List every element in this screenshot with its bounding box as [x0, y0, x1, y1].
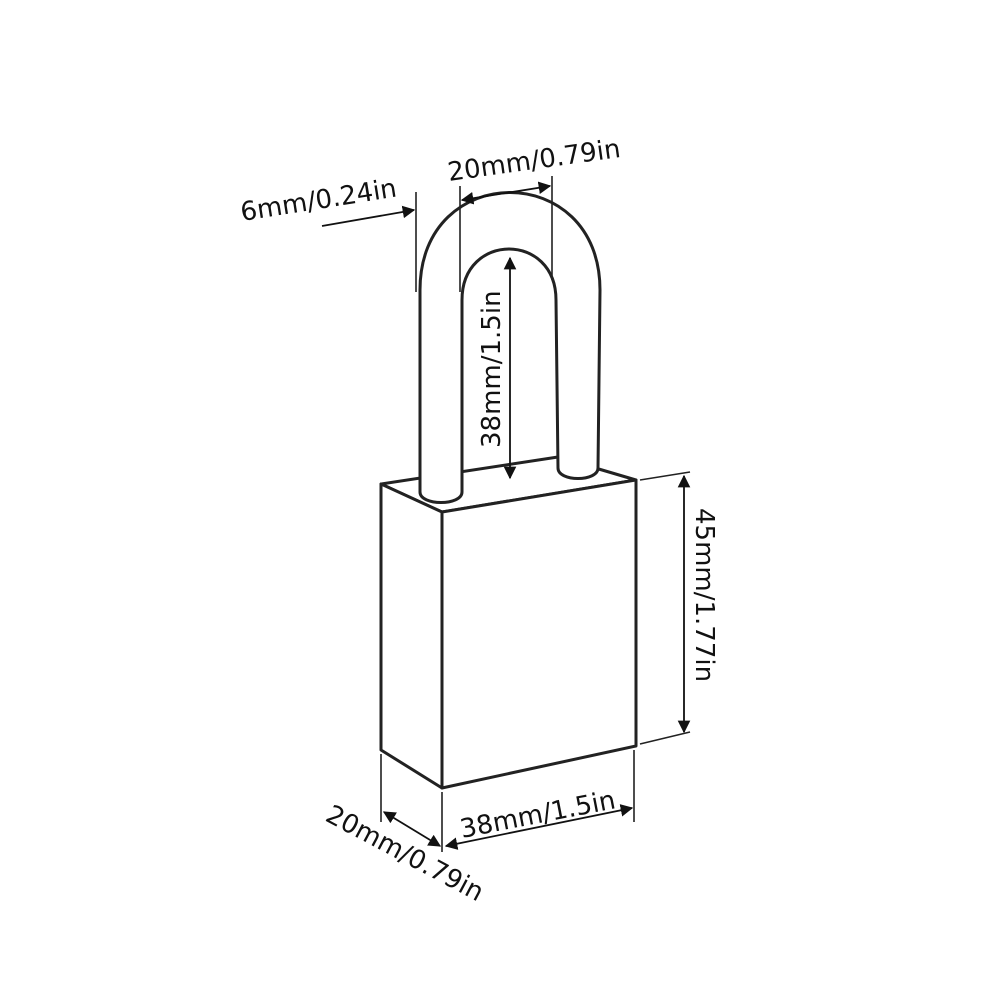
dimension-arrow [382, 811, 442, 847]
body-height-label: 45mm/1.77in [689, 508, 719, 682]
padlock-body [379, 455, 638, 790]
dimension-arrow [460, 181, 552, 205]
shackle-diameter-label: 6mm/0.24in [238, 174, 398, 228]
dimension-arrow [444, 804, 634, 850]
dim-shackle-height: 38mm/1.5in [477, 256, 517, 480]
body-side-face [379, 482, 444, 790]
body-front-face [440, 478, 638, 790]
dim-body-height: 45mm/1.77in [639, 471, 719, 745]
dimension-arrow [321, 205, 416, 227]
extension-line [639, 471, 691, 481]
body-width-label: 38mm/1.5in [458, 785, 618, 845]
shackle-width-label: 20mm/0.79in [446, 134, 623, 188]
extension-line [639, 731, 691, 745]
shackle-height-label: 38mm/1.5in [477, 290, 507, 448]
